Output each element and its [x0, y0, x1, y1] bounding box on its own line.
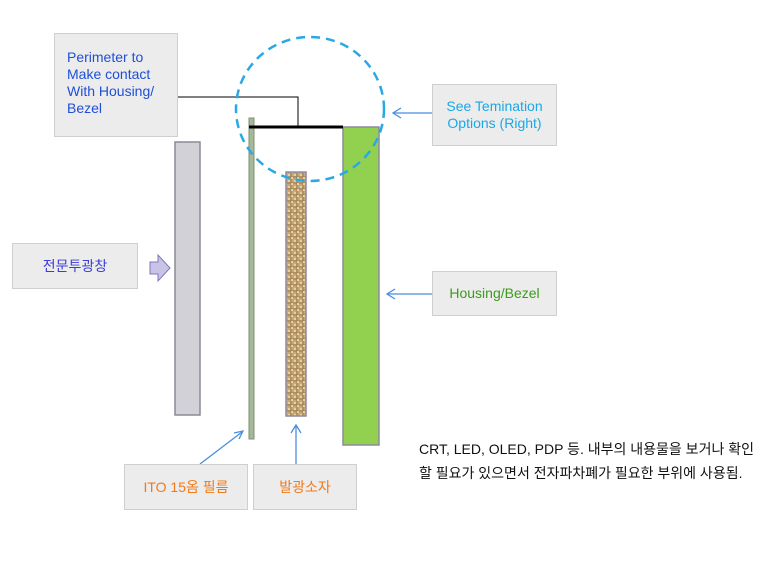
termination-dashed-circle [234, 35, 386, 183]
ito-film-label-box: ITO 15옴 필름 [124, 464, 248, 510]
termination-label: See Temination Options (Right) [446, 98, 543, 131]
emitter-arrow [290, 423, 302, 464]
window-label: 전문투광창 [42, 257, 108, 274]
window-panel [174, 141, 201, 416]
window-label-box: 전문투광창 [12, 243, 138, 289]
perimeter-leader-line [178, 96, 299, 126]
description-text: CRT, LED, OLED, PDP 등. 내부의 내용물을 보거나 확인할 … [419, 441, 754, 481]
housing-bezel [342, 126, 380, 446]
emitter-label: 발광소자 [279, 478, 331, 495]
perimeter-label-box: Perimeter to Make contact With Housing/ … [54, 33, 178, 137]
housing-label-box: Housing/Bezel [432, 271, 557, 316]
termination-arrow [391, 107, 432, 119]
housing-arrow [385, 288, 432, 300]
ito-film-layer [248, 117, 255, 440]
ito-arrow [199, 430, 245, 465]
housing-label: Housing/Bezel [449, 285, 540, 301]
emitter-label-box: 발광소자 [253, 464, 357, 510]
window-block-arrow [149, 253, 171, 283]
ito-film-label: ITO 15옴 필름 [143, 478, 229, 495]
emitter-layer [285, 171, 307, 417]
termination-label-box: See Temination Options (Right) [432, 84, 557, 146]
perimeter-label: Perimeter to Make contact With Housing/ … [67, 49, 155, 116]
